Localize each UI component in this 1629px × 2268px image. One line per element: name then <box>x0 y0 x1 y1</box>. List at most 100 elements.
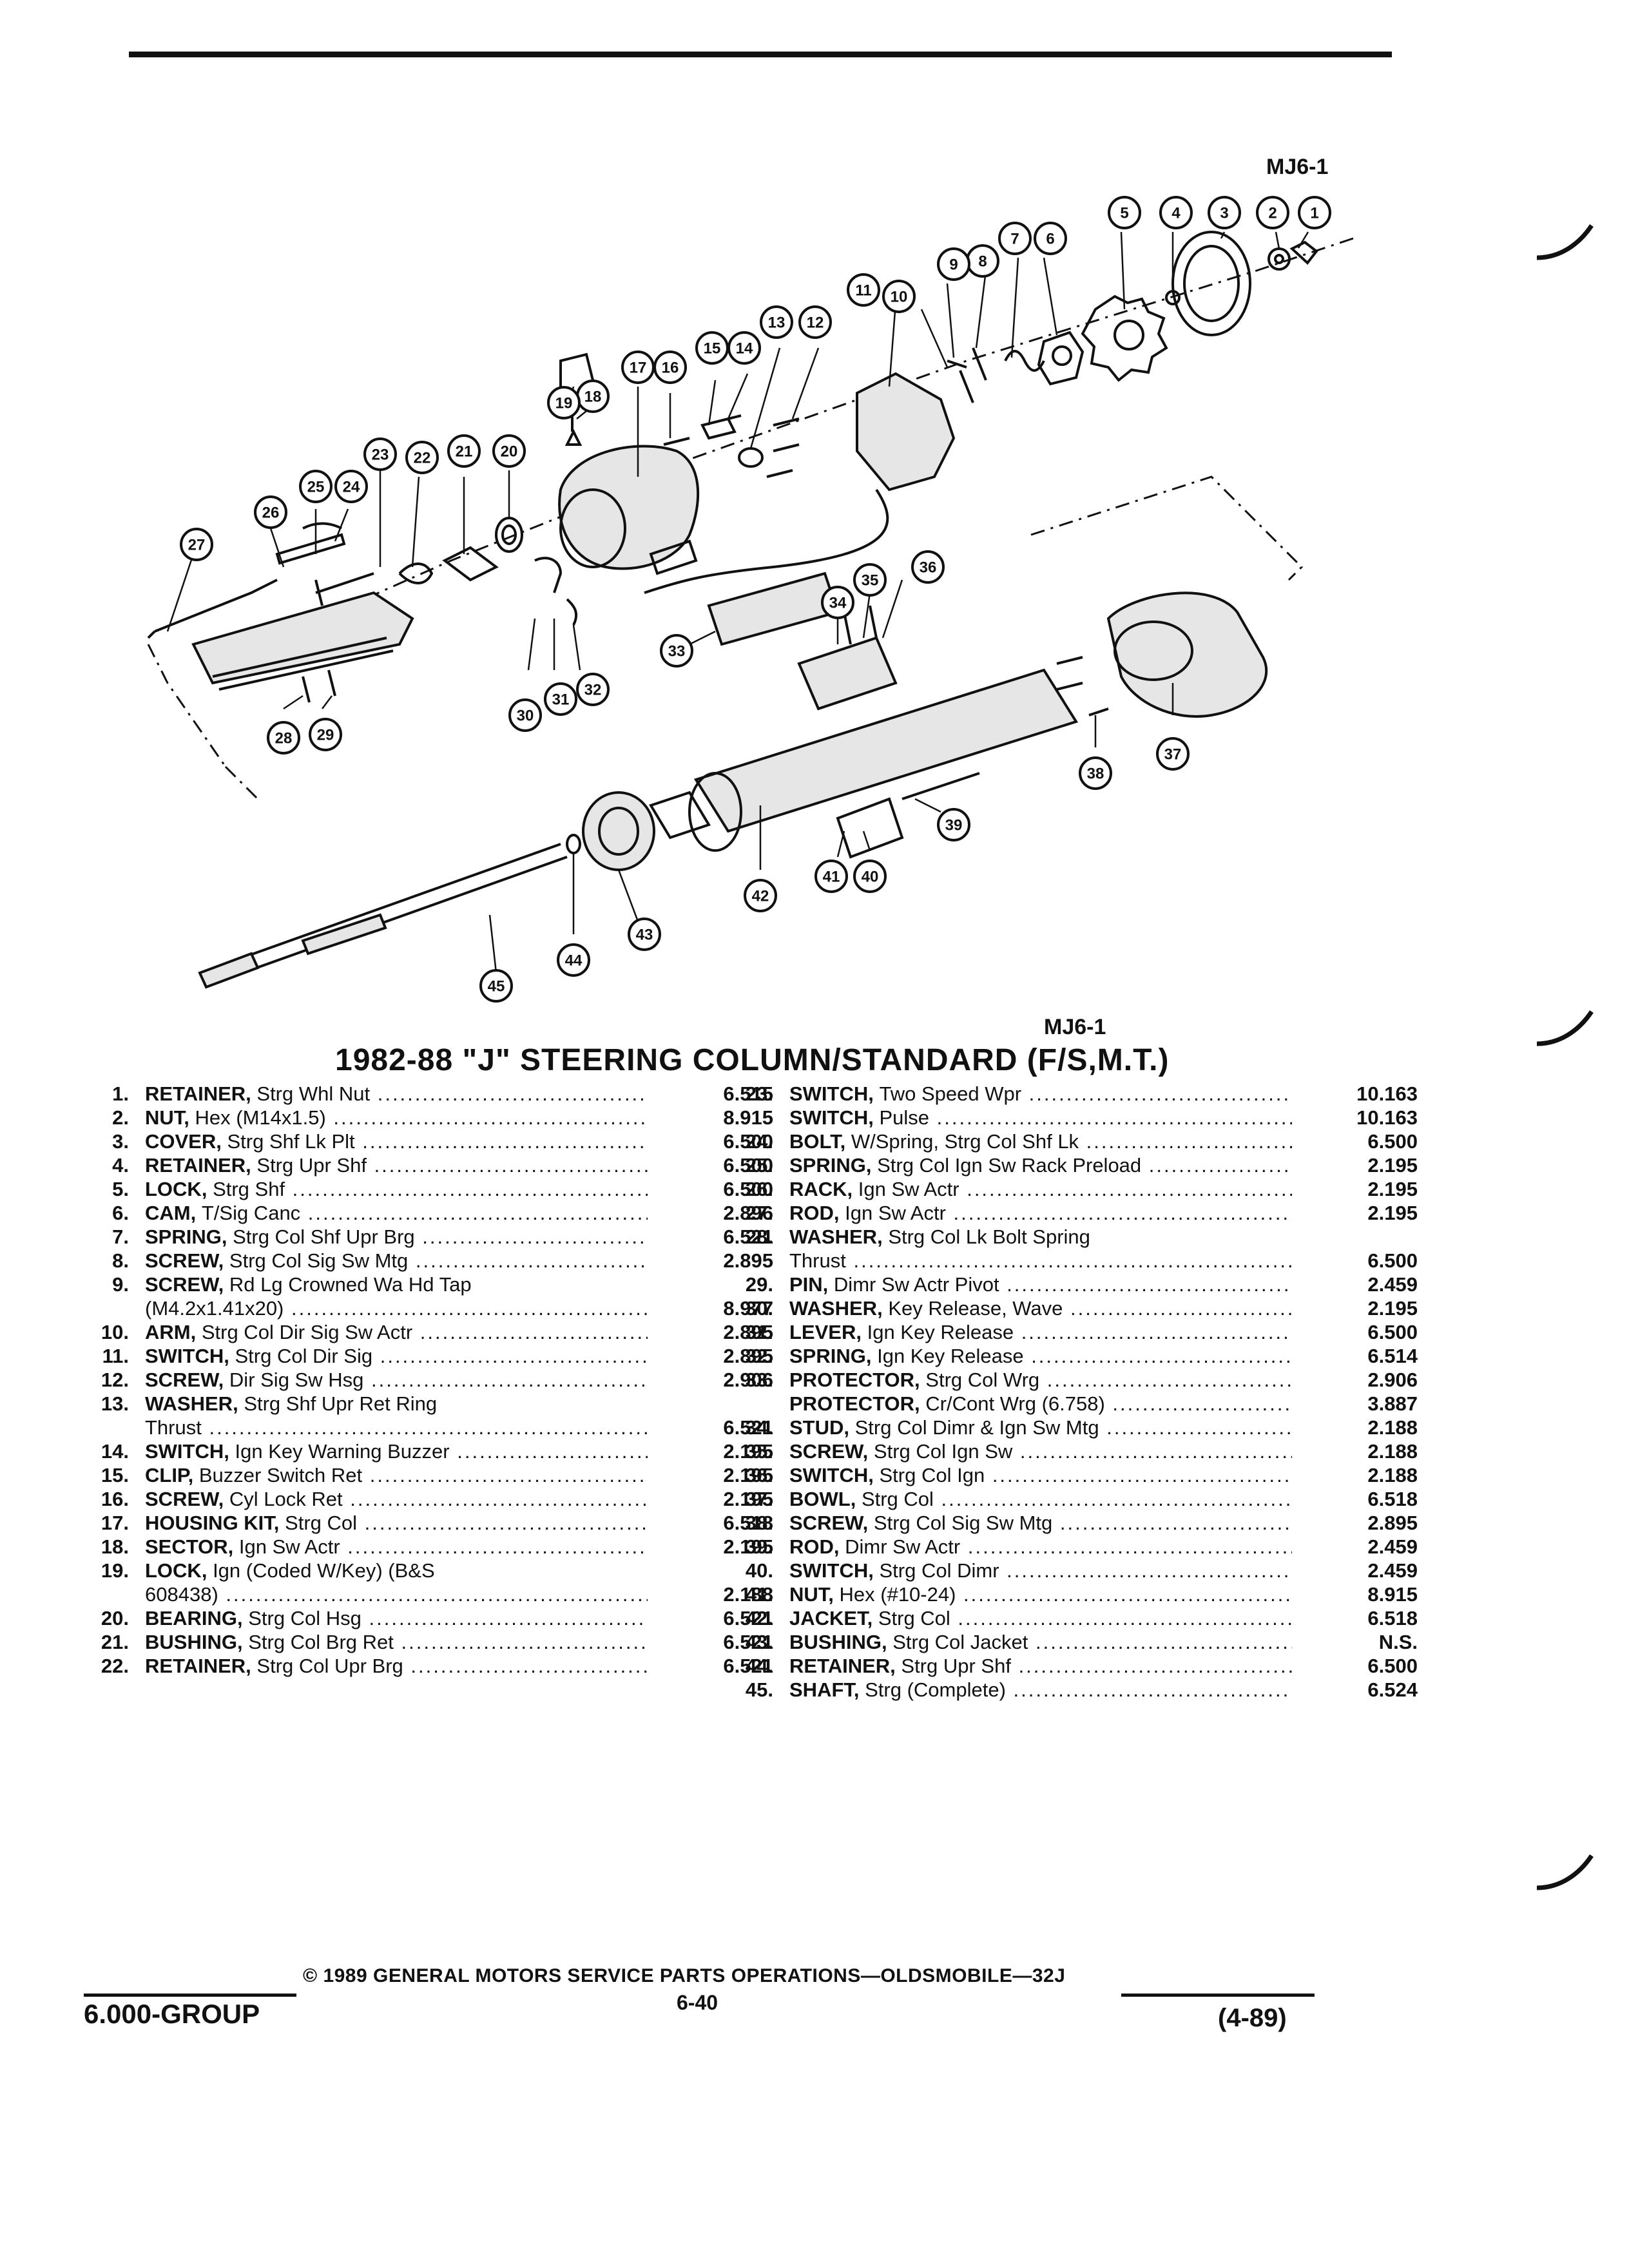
footer-date: (4-89) <box>1218 2004 1287 2032</box>
part-description: STUD, Strg Col Dimr & Ign Sw Mtg .......… <box>789 1416 1292 1439</box>
part-description: SCREW, Strg Col Ign Sw .................… <box>789 1440 1292 1463</box>
callout-37: 37 <box>1156 737 1190 771</box>
svg-text:2: 2 <box>1268 205 1277 222</box>
part-description: Thrust .................................… <box>145 1416 648 1439</box>
group-code: 10.163 <box>1356 1082 1418 1105</box>
leader-dots: ........................................… <box>992 1464 1292 1486</box>
part-name: BUSHING, <box>145 1631 243 1653</box>
part-detail: Rd Lg Crowned Wa Hd Tap <box>229 1273 472 1296</box>
part-description: SCREW, Rd Lg Crowned Wa Hd Tap <box>145 1273 648 1296</box>
group-code: 6.521 <box>723 1631 773 1653</box>
leader-dots: ........................................… <box>415 1249 648 1272</box>
part-number: 10. <box>101 1321 129 1343</box>
part-name: RETAINER, <box>789 1655 896 1677</box>
part-detail: Strg Col <box>861 1488 934 1510</box>
part-number: 16. <box>101 1488 129 1510</box>
leader-dots: ........................................… <box>958 1607 1292 1629</box>
svg-text:1: 1 <box>1310 205 1318 222</box>
callout-32: 32 <box>576 673 610 706</box>
group-code: 6.518 <box>1367 1488 1418 1510</box>
part-detail: Cyl Lock Ret <box>229 1488 343 1510</box>
callout-3: 3 <box>1208 196 1241 229</box>
svg-text:7: 7 <box>1010 231 1019 248</box>
group-code: 6.518 <box>723 1512 773 1534</box>
part-description: WASHER, Key Release, Wave ..............… <box>789 1297 1292 1320</box>
svg-text:5: 5 <box>1120 205 1128 222</box>
diagram-code-bottom: MJ6-1 <box>1044 1015 1106 1039</box>
part-detail: Cr/Cont Wrg (6.758) <box>925 1392 1105 1415</box>
part-detail: Ign Key Release <box>877 1345 1024 1367</box>
part-number: 28. <box>745 1225 773 1248</box>
svg-text:24: 24 <box>343 479 360 496</box>
group-code: 6.500 <box>723 1178 773 1200</box>
part-name: STUD, <box>789 1416 849 1439</box>
part-description: BEARING, Strg Col Hsg ..................… <box>145 1607 648 1630</box>
part-detail: Buzzer Switch Ret <box>198 1464 363 1486</box>
callout-9: 9 <box>937 247 970 281</box>
leader-dots: ........................................… <box>1018 1655 1292 1677</box>
callout-13: 13 <box>760 305 793 339</box>
part-name: JACKET, <box>789 1607 873 1629</box>
part-number: 27. <box>745 1202 773 1224</box>
part-description: BUSHING, Strg Col Jacket ...............… <box>789 1631 1292 1654</box>
part-description: WASHER, Strg Shf Upr Ret Ring <box>145 1392 648 1416</box>
svg-text:32: 32 <box>584 682 602 699</box>
svg-text:8: 8 <box>978 253 987 271</box>
group-code: 2.188 <box>1367 1440 1418 1463</box>
parts-list-title: 1982-88 "J" STEERING COLUMN/STANDARD (F/… <box>335 1043 1170 1077</box>
group-code: 6.514 <box>1367 1345 1418 1367</box>
part-detail: Strg Upr Shf <box>256 1154 367 1177</box>
part-name: SPRING, <box>145 1225 227 1248</box>
part-name: SHAFT, <box>789 1678 860 1701</box>
leader-dots: ........................................… <box>201 1416 648 1439</box>
group-code: 2.459 <box>1367 1273 1418 1296</box>
callout-15: 15 <box>695 331 729 365</box>
part-name: BOLT, <box>789 1130 846 1153</box>
part-name: RETAINER, <box>145 1154 251 1177</box>
svg-text:42: 42 <box>752 888 769 905</box>
group-code: 2.195 <box>1367 1297 1418 1320</box>
callout-43: 43 <box>628 918 661 951</box>
leader-dots: ........................................… <box>307 1202 648 1224</box>
part-description: PROTECTOR, Cr/Cont Wrg (6.758) .........… <box>789 1392 1292 1416</box>
part-number: 30. <box>745 1297 773 1320</box>
group-code: 2.195 <box>723 1440 773 1463</box>
svg-text:31: 31 <box>552 691 570 709</box>
part-name: SCREW, <box>789 1512 869 1534</box>
part-description: LOCK, Ign (Coded W/Key) (B&S <box>145 1559 648 1582</box>
part-description: SPRING, Strg Col Shf Upr Brg ...........… <box>145 1225 648 1249</box>
part-detail: Ign Key Release <box>867 1321 1014 1343</box>
part-detail: Strg Col Hsg <box>248 1607 361 1629</box>
binder-marks <box>1536 224 1594 1890</box>
callout-23: 23 <box>363 437 397 471</box>
part-detail: Strg Col Dimr & Ign Sw Mtg <box>854 1416 1099 1439</box>
part-detail: Strg Col Shf Upr Brg <box>233 1225 415 1248</box>
part-description: SECTOR, Ign Sw Actr ....................… <box>145 1535 648 1559</box>
part-detail: Strg Col Brg Ret <box>248 1631 394 1653</box>
part-description: LEVER, Ign Key Release .................… <box>789 1321 1292 1344</box>
part-number: 41. <box>745 1583 773 1606</box>
part-name: SWITCH, <box>789 1559 874 1582</box>
part-description: SCREW, Strg Col Sig Sw Mtg .............… <box>789 1512 1292 1535</box>
part-number: 32. <box>745 1345 773 1367</box>
leader-dots: ........................................… <box>1019 1440 1292 1463</box>
part-detail: T/Sig Canc <box>201 1202 301 1224</box>
callout-33: 33 <box>660 634 693 668</box>
part-number: 35. <box>745 1440 773 1463</box>
callout-21: 21 <box>447 434 481 468</box>
part-description: SCREW, Cyl Lock Ret ....................… <box>145 1488 648 1511</box>
part-name: BOWL, <box>789 1488 856 1510</box>
part-number: 15. <box>101 1464 129 1486</box>
svg-text:19: 19 <box>555 395 573 412</box>
part-description: ROD, Ign Sw Actr .......................… <box>789 1202 1292 1225</box>
group-code: 8.915 <box>723 1106 773 1129</box>
svg-text:30: 30 <box>517 707 534 725</box>
svg-text:38: 38 <box>1087 765 1104 783</box>
part-description: SPRING, Strg Col Ign Sw Rack Preload ...… <box>789 1154 1292 1177</box>
leader-dots: ........................................… <box>218 1583 648 1606</box>
part-name: SCREW, <box>145 1249 224 1272</box>
part-detail: Strg Col Ign <box>879 1464 985 1486</box>
part-number: 14. <box>101 1440 129 1463</box>
callout-36: 36 <box>911 550 945 584</box>
leader-dots: ........................................… <box>1112 1392 1292 1415</box>
